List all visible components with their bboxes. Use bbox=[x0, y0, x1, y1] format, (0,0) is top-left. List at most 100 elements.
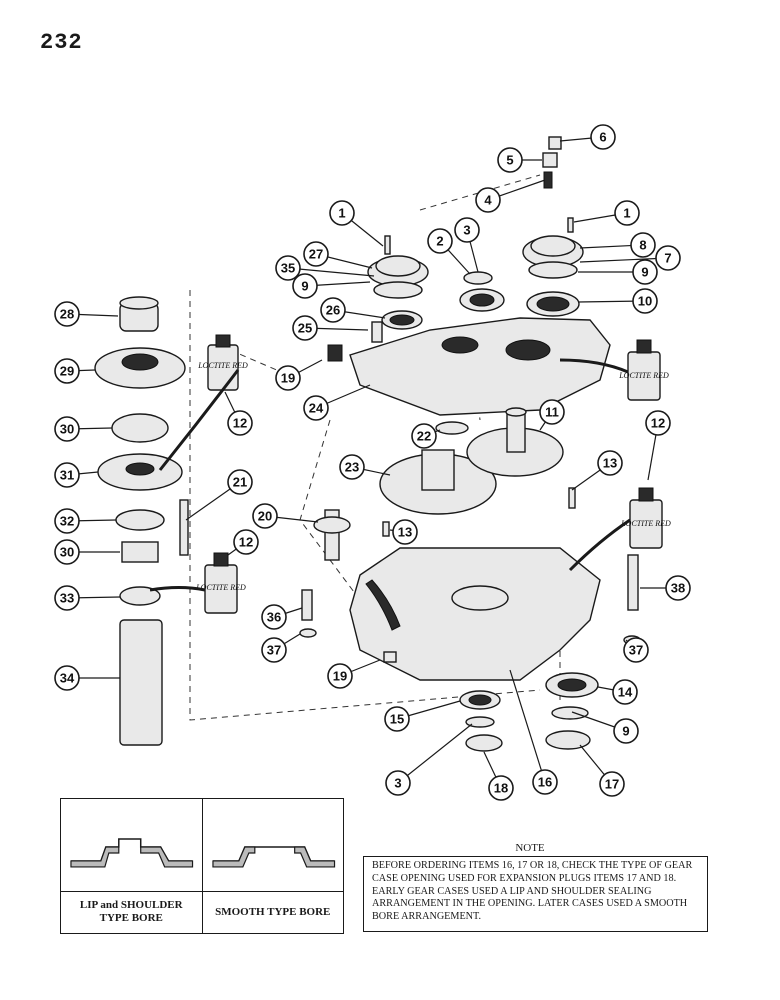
callout-circle bbox=[630, 232, 656, 258]
callout-34: 34 bbox=[54, 665, 80, 691]
callout-30: 30 bbox=[54, 416, 80, 442]
callout-circle bbox=[227, 469, 253, 495]
callout-number: 35 bbox=[281, 261, 295, 276]
smooth-bore-illustration bbox=[202, 846, 343, 892]
callout-number: 6 bbox=[599, 130, 606, 145]
callout-number: 31 bbox=[60, 468, 74, 483]
callout-circle bbox=[632, 288, 658, 314]
callout-number: 8 bbox=[639, 238, 646, 253]
callout-28: 28 bbox=[54, 301, 80, 327]
callout-number: 37 bbox=[629, 643, 643, 658]
callout-circle bbox=[54, 508, 80, 534]
bottle-label: LOCTITE RED bbox=[195, 583, 246, 592]
callout-3: 3 bbox=[385, 770, 411, 796]
callout-number: 29 bbox=[60, 364, 74, 379]
callout-37: 37 bbox=[261, 637, 287, 663]
bottle-label: LOCTITE RED bbox=[618, 371, 669, 380]
callout-number: 10 bbox=[638, 294, 652, 309]
callout-number: 25 bbox=[298, 321, 312, 336]
bearings-top bbox=[327, 271, 505, 362]
callout-circle bbox=[665, 575, 691, 601]
callout-number: 23 bbox=[345, 460, 359, 475]
callout-number: 2 bbox=[436, 234, 443, 249]
callout-number: 34 bbox=[60, 671, 75, 686]
breather-fittings bbox=[542, 136, 562, 189]
bottle-label: LOCTITE RED bbox=[620, 519, 671, 528]
callout-circle bbox=[292, 273, 318, 299]
callout-35: 35 bbox=[275, 255, 301, 281]
callout-number: 9 bbox=[641, 265, 648, 280]
callout-number: 9 bbox=[301, 279, 308, 294]
callout-circle bbox=[411, 423, 437, 449]
callout-circle bbox=[475, 187, 501, 213]
callout-circle bbox=[392, 519, 418, 545]
loctite-bottle-right-lower: LOCTITE RED bbox=[620, 487, 671, 549]
callout-circle bbox=[614, 200, 640, 226]
callout-number: 30 bbox=[60, 545, 74, 560]
callout-12: 12 bbox=[645, 410, 671, 436]
callout-30: 30 bbox=[54, 539, 80, 565]
callout-circle bbox=[612, 679, 638, 705]
page-number: 232 bbox=[40, 30, 83, 55]
left-cover-assembly bbox=[367, 235, 429, 299]
callout-20: 20 bbox=[252, 503, 278, 529]
callout-number: 12 bbox=[233, 416, 247, 431]
callout-19: 19 bbox=[327, 663, 353, 689]
callout-16: 16 bbox=[532, 769, 558, 795]
callout-12: 12 bbox=[227, 410, 253, 436]
callout-circle bbox=[497, 147, 523, 173]
note-text: BEFORE ORDERING ITEMS 16, 17 OR 18, CHEC… bbox=[363, 856, 708, 932]
callout-number: 32 bbox=[60, 514, 74, 529]
cover-plate bbox=[349, 317, 611, 416]
callout-circle bbox=[303, 395, 329, 421]
callout-number: 36 bbox=[267, 610, 281, 625]
callout-number: 19 bbox=[281, 371, 295, 386]
callout-circle bbox=[275, 255, 301, 281]
callout-6: 6 bbox=[590, 124, 616, 150]
bottle-label: LOCTITE RED bbox=[197, 361, 248, 370]
callout-circle bbox=[339, 454, 365, 480]
note-title: NOTE bbox=[515, 842, 545, 854]
callout-7: 7 bbox=[655, 245, 681, 271]
callout-19: 19 bbox=[275, 365, 301, 391]
callout-circle bbox=[645, 410, 671, 436]
callout-circle bbox=[539, 399, 565, 425]
callout-23: 23 bbox=[339, 454, 365, 480]
loctite-tubes bbox=[149, 358, 631, 592]
callout-circle bbox=[54, 585, 80, 611]
callout-number: 11 bbox=[545, 405, 559, 420]
callout-number: 17 bbox=[605, 777, 619, 792]
callout-29: 29 bbox=[54, 358, 80, 384]
callout-27: 27 bbox=[303, 241, 329, 267]
leader-line bbox=[579, 257, 669, 263]
leader-line bbox=[397, 723, 473, 784]
callout-circle bbox=[303, 241, 329, 267]
callout-15: 15 bbox=[384, 706, 410, 732]
callout-number: 9 bbox=[622, 724, 629, 739]
callout-circle bbox=[252, 503, 278, 529]
bore-type-smooth: SMOOTH TYPE BORE bbox=[201, 799, 343, 933]
callout-number: 27 bbox=[309, 247, 323, 262]
callout-21: 21 bbox=[227, 469, 253, 495]
callout-number: 13 bbox=[398, 525, 412, 540]
callout-number: 16 bbox=[538, 775, 552, 790]
loctite-bottle-lower: LOCTITE RED bbox=[195, 552, 246, 614]
callout-number: 1 bbox=[338, 206, 345, 221]
callout-33: 33 bbox=[54, 585, 80, 611]
callout-circle bbox=[327, 663, 353, 689]
callout-number: 30 bbox=[60, 422, 74, 437]
callout-circle bbox=[261, 604, 287, 630]
callout-25: 25 bbox=[292, 315, 318, 341]
callout-3: 3 bbox=[454, 217, 480, 243]
callout-4: 4 bbox=[475, 187, 501, 213]
callout-circle bbox=[632, 259, 658, 285]
right-cover-assembly bbox=[522, 217, 584, 317]
callout-circle bbox=[427, 228, 453, 254]
callout-circle bbox=[54, 416, 80, 442]
callout-number: 20 bbox=[258, 509, 272, 524]
callout-circle bbox=[292, 315, 318, 341]
callout-circle bbox=[532, 769, 558, 795]
leader-line bbox=[509, 669, 546, 783]
callout-number: 26 bbox=[326, 303, 340, 318]
